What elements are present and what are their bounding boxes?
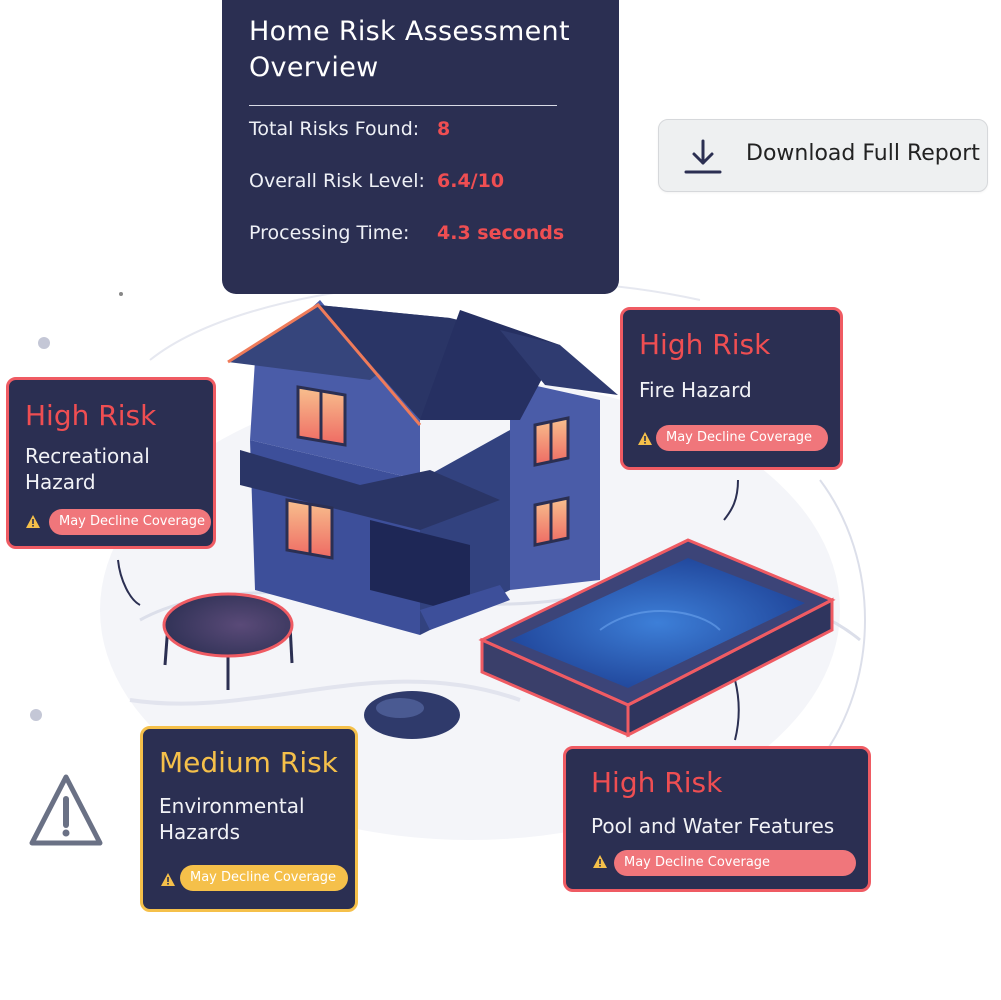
- decline-coverage-badge: May Decline Coverage: [656, 425, 828, 451]
- risk-category: Pool and Water Features: [591, 814, 835, 838]
- overview-title: Home Risk Assessment Overview: [249, 16, 570, 83]
- stat-overall-risk-level: Overall Risk Level: 6.4/10: [249, 169, 504, 193]
- stat-processing-time: Processing Time: 4.3 seconds: [249, 221, 564, 245]
- decline-coverage-badge: May Decline Coverage: [49, 509, 211, 535]
- stat-value: 6.4/10: [437, 170, 505, 192]
- risk-card-fire[interactable]: High Risk Fire Hazard May Decline Covera…: [620, 307, 843, 470]
- risk-card-recreational[interactable]: High Risk Recreational Hazard May Declin…: [6, 377, 216, 549]
- download-label: Download Full Report: [746, 141, 980, 166]
- warning-icon: [26, 515, 40, 528]
- warning-icon: [593, 855, 607, 868]
- risk-level: Medium Risk: [159, 746, 338, 779]
- risk-overview-panel: Home Risk Assessment Overview Total Risk…: [222, 0, 619, 294]
- download-report-button[interactable]: Download Full Report: [658, 119, 988, 192]
- overview-divider: [249, 105, 557, 106]
- risk-category: Recreational Hazard: [25, 444, 150, 494]
- risk-level: High Risk: [25, 399, 157, 432]
- warning-triangle-icon: [29, 774, 103, 846]
- stat-value: 4.3 seconds: [437, 222, 565, 244]
- stat-label: Total Risks Found:: [249, 118, 420, 140]
- decline-coverage-badge: May Decline Coverage: [180, 865, 348, 891]
- warning-icon: [161, 873, 175, 886]
- risk-card-environmental[interactable]: Medium Risk Environmental Hazards May De…: [140, 726, 358, 912]
- risk-category: Fire Hazard: [639, 378, 752, 402]
- stat-value: 8: [437, 118, 451, 140]
- stat-total-risks: Total Risks Found: 8: [249, 117, 450, 141]
- stat-label: Overall Risk Level:: [249, 170, 425, 192]
- warning-icon: [638, 432, 652, 445]
- risk-level: High Risk: [591, 766, 723, 799]
- stat-label: Processing Time:: [249, 222, 410, 244]
- risk-card-pool[interactable]: High Risk Pool and Water Features May De…: [563, 746, 871, 892]
- decline-coverage-badge: May Decline Coverage: [614, 850, 856, 876]
- risk-level: High Risk: [639, 328, 771, 361]
- risk-category: Environmental Hazards: [159, 794, 305, 844]
- download-icon: [684, 139, 722, 174]
